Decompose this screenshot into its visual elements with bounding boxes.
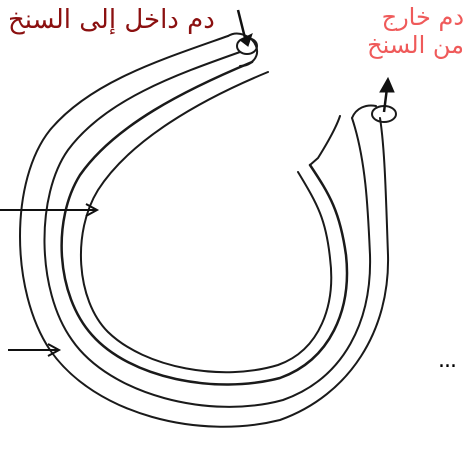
inner-outer-wall	[62, 62, 347, 385]
pointer-arrow-lower	[8, 344, 59, 356]
outer-inner-wall	[44, 52, 370, 407]
blood-out-line1: دم خارج	[334, 4, 464, 32]
ellipsis-text: ...	[438, 348, 456, 373]
inner-inner-wall	[81, 72, 331, 372]
upper-right-stub	[310, 116, 340, 165]
blood-in-label: دم داخل إلى السنخ	[8, 6, 215, 36]
inlet-arrow	[238, 10, 252, 46]
blood-out-line2: من السنخ	[334, 32, 464, 60]
pointer-arrow-upper	[0, 204, 97, 216]
blood-out-label: دم خارج من السنخ	[334, 4, 464, 59]
